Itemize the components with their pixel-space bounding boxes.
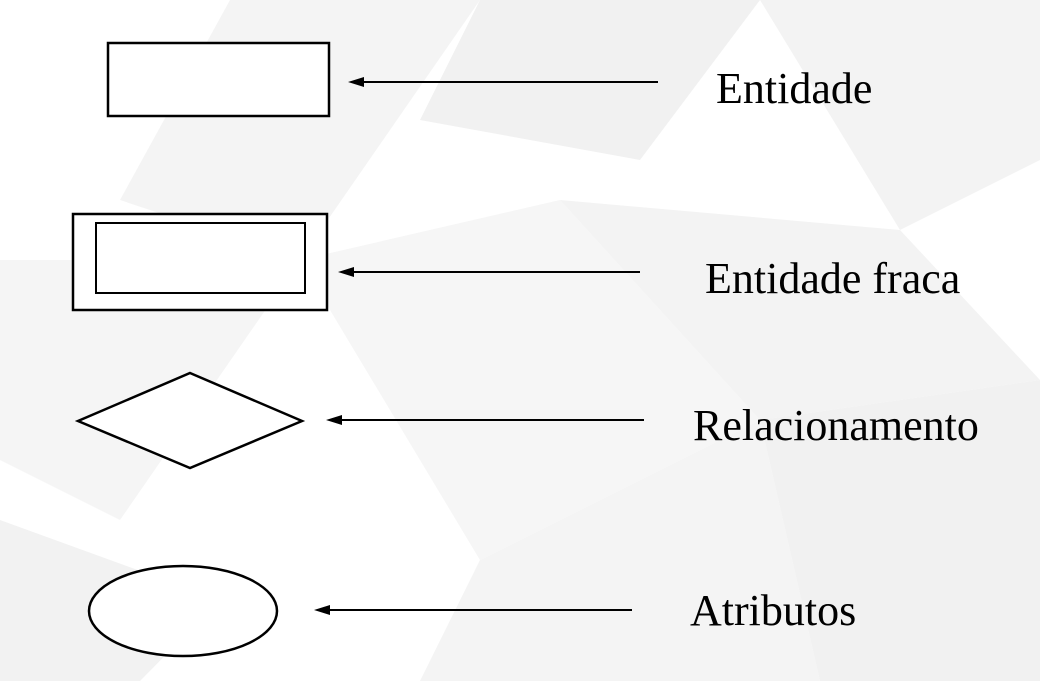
diamond-icon xyxy=(74,371,306,470)
ellipse-icon xyxy=(87,564,279,658)
label-atributos: Atributos xyxy=(690,586,856,635)
arrow-atributos xyxy=(314,605,632,615)
double-rectangle-icon xyxy=(71,212,329,312)
arrow-entidade xyxy=(348,77,658,87)
legend-row-entidade: Entidade xyxy=(106,41,872,118)
legend-row-atributos: Atributos xyxy=(87,564,856,658)
legend-row-relacionamento: Relacionamento xyxy=(74,371,979,470)
rectangle-icon xyxy=(106,41,331,118)
arrow-relacionamento xyxy=(326,415,644,425)
label-relacionamento: Relacionamento xyxy=(693,401,979,450)
label-entidade-fraca: Entidade fraca xyxy=(705,254,960,303)
label-entidade: Entidade xyxy=(716,64,872,113)
legend-row-entidade-fraca: Entidade fraca xyxy=(71,212,960,312)
arrow-entidade-fraca xyxy=(338,267,640,277)
